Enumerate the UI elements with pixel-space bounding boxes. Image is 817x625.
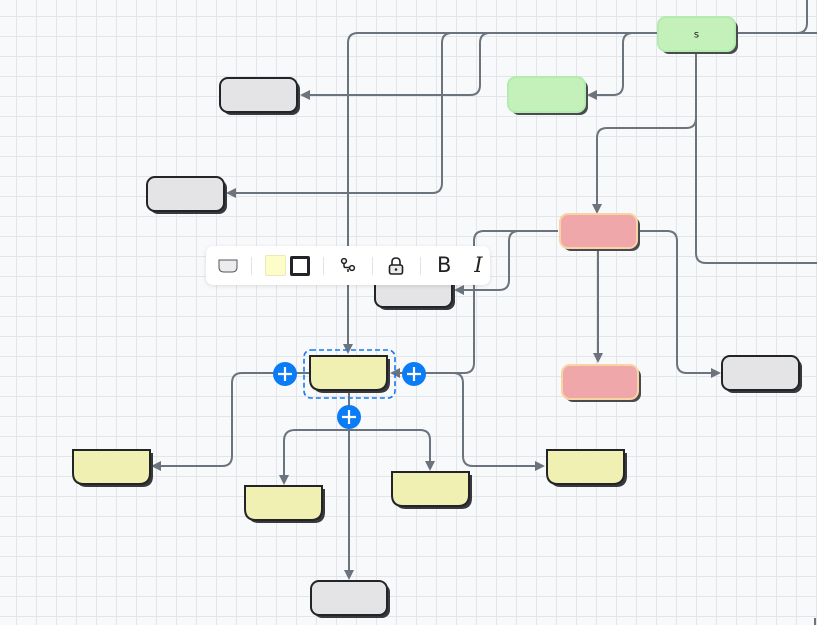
node-yellow-3[interactable] <box>391 471 472 509</box>
toolbar-divider <box>251 256 253 275</box>
edge-selected-to-y3[interactable] <box>349 429 435 471</box>
node-grey-4[interactable] <box>721 355 802 393</box>
nodes: s <box>72 16 802 618</box>
stroke-color-swatch <box>289 255 310 276</box>
bold-button[interactable]: B <box>433 254 456 278</box>
edge-s-to-red1[interactable] <box>592 52 697 214</box>
edge-selected-to-y1[interactable] <box>151 372 310 471</box>
plus-icon <box>278 367 292 381</box>
fill-color-swatch <box>265 255 287 276</box>
toolbar-divider <box>419 256 421 275</box>
italic-button[interactable]: I <box>467 254 490 278</box>
edge-s-to-grey1[interactable] <box>300 32 658 100</box>
add-handle-bottom[interactable] <box>337 405 361 429</box>
stroke-color-button[interactable] <box>288 254 311 278</box>
lock-icon <box>388 256 404 275</box>
plus-icon <box>407 367 421 381</box>
node-yellow-1[interactable] <box>72 449 153 487</box>
toolbar-divider <box>371 256 373 275</box>
node-s[interactable]: s <box>657 16 738 54</box>
node-selected[interactable] <box>309 355 390 393</box>
edge-s-top-right <box>796 0 808 34</box>
lock-button[interactable] <box>385 254 408 278</box>
bold-icon: B <box>437 253 452 277</box>
node-yellow-2[interactable] <box>244 485 325 523</box>
add-handle-left[interactable] <box>273 362 297 386</box>
edge-selected-to-y4[interactable] <box>430 372 545 471</box>
edge-selected-to-y2[interactable] <box>279 429 349 485</box>
edge-red1-to-selected[interactable] <box>390 230 558 378</box>
italic-icon: I <box>474 253 483 277</box>
fill-color-button[interactable] <box>264 254 287 278</box>
connector-style-icon <box>340 257 356 272</box>
node-s-label: s <box>694 30 699 41</box>
node-grey-5[interactable] <box>310 580 390 618</box>
edges <box>151 0 817 580</box>
node-green-2[interactable] <box>507 76 588 115</box>
toolbar-divider <box>323 256 325 275</box>
node-red-2[interactable] <box>561 364 641 402</box>
edge-s-down-right <box>695 118 817 264</box>
shape-bottom-rounded-icon <box>218 259 238 272</box>
add-handle-right[interactable] <box>402 362 426 386</box>
node-grey-2[interactable] <box>146 176 227 214</box>
edge-s-to-green2[interactable] <box>587 32 658 100</box>
selection-toolbar: B I <box>206 246 490 285</box>
plus-icon <box>342 410 356 424</box>
selection-outline <box>303 349 396 399</box>
node-yellow-4[interactable] <box>546 449 627 487</box>
node-grey-1[interactable] <box>219 77 300 115</box>
edge-s-to-selected[interactable] <box>343 32 658 354</box>
connector-style-button[interactable] <box>336 254 359 278</box>
shape-button[interactable] <box>216 254 239 278</box>
node-red-1[interactable] <box>559 213 640 251</box>
edge-red1-to-grey4[interactable] <box>638 230 721 378</box>
